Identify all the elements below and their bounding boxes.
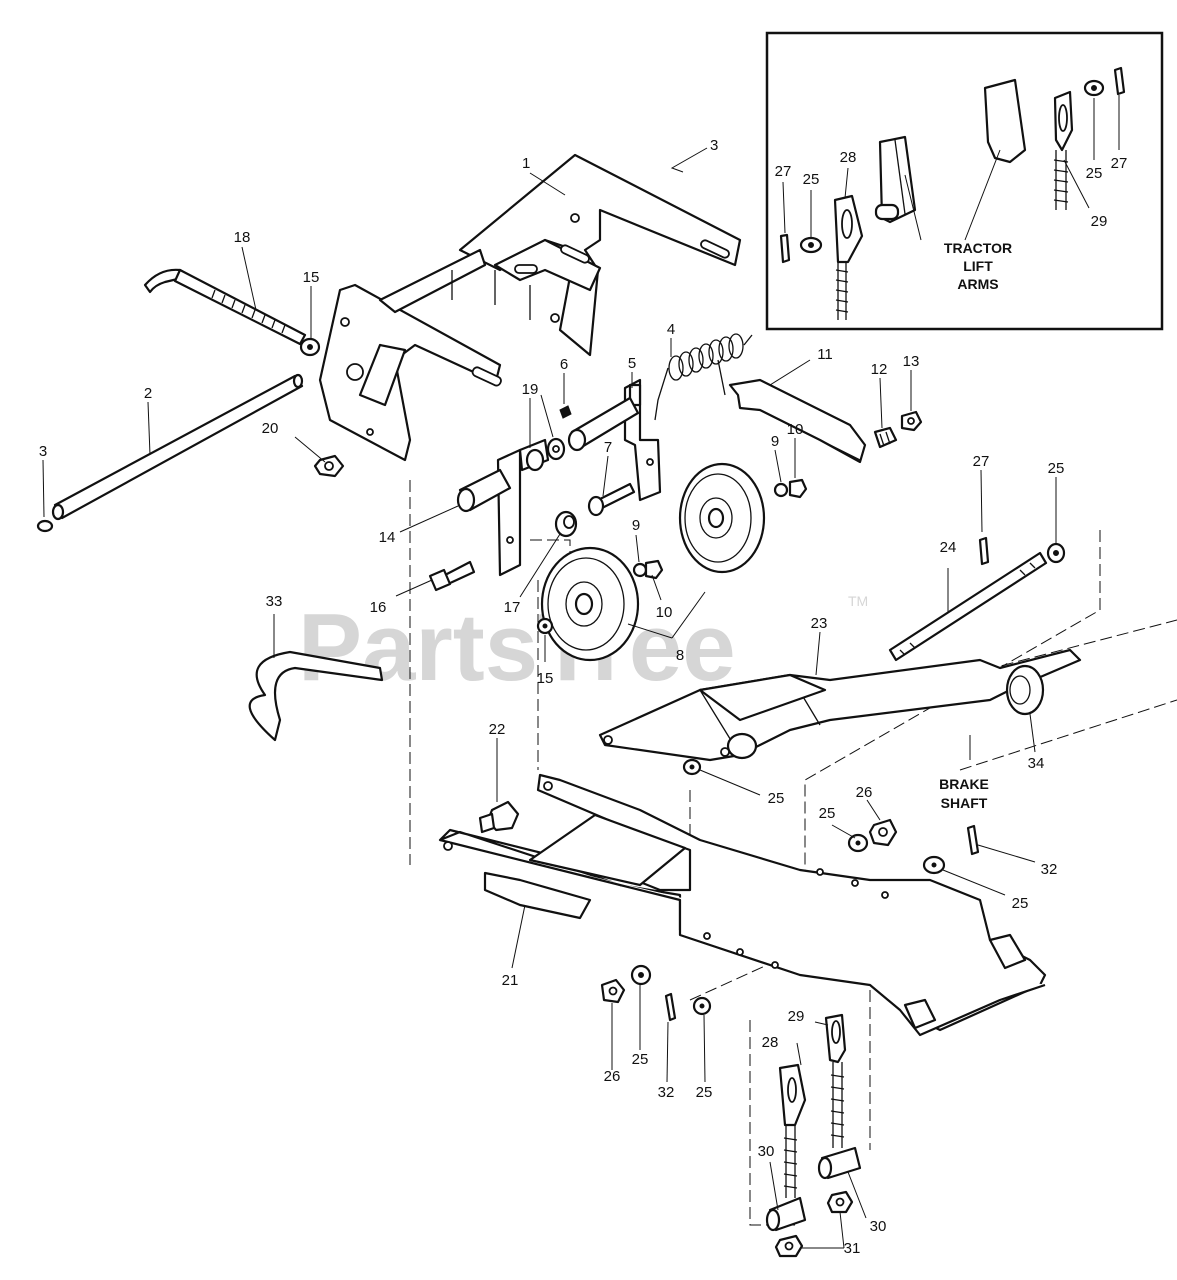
callout-19: 19: [522, 381, 539, 398]
callout-26-frame: 26: [856, 784, 873, 801]
inset-callout-27-right: 27: [1111, 155, 1128, 172]
callout-10-upper: 10: [787, 421, 804, 438]
callout-9-lower: 9: [632, 517, 640, 534]
callout-13: 13: [903, 353, 920, 370]
callout-33: 33: [266, 593, 283, 610]
callout-26-lower: 26: [604, 1068, 621, 1085]
callout-20: 20: [262, 420, 279, 437]
inset-callout-29: 29: [1091, 213, 1108, 230]
callout-16: 16: [370, 599, 387, 616]
callout-27: 27: [973, 453, 990, 470]
callout-15-lower: 15: [537, 670, 554, 687]
callout-2: 2: [144, 385, 152, 402]
inset-callout-25-right: 25: [1086, 165, 1103, 182]
callout-10-lower: 10: [656, 604, 673, 621]
callout-24: 24: [940, 539, 957, 556]
callout-21: 21: [502, 972, 519, 989]
inset-callout-28: 28: [840, 149, 857, 166]
callout-11: 11: [817, 346, 833, 363]
callout-5: 5: [628, 355, 636, 372]
callout-18: 18: [234, 229, 251, 246]
callout-25-lower: 25: [696, 1084, 713, 1101]
callout-32-right: 32: [1041, 861, 1058, 878]
callout-1: 1: [522, 155, 530, 172]
callout-25-lever: 25: [768, 790, 785, 807]
main-assembly: BRAKE SHAFT: [36, 147, 1177, 1258]
callout-32-lower: 32: [658, 1084, 675, 1101]
brake-shaft-caption-line2: SHAFT: [941, 795, 988, 811]
callout-22: 22: [489, 721, 506, 738]
watermark-text: PartsTree: [298, 594, 736, 701]
watermark: PartsTree TM: [298, 593, 868, 701]
inset-callout-25: 25: [803, 171, 820, 188]
inset-caption-line2: LIFT: [963, 258, 993, 274]
callout-17: 17: [504, 599, 521, 616]
callout-8: 8: [676, 647, 684, 664]
callout-14: 14: [379, 529, 396, 546]
callout-25-rod: 25: [1048, 460, 1065, 477]
watermark-trademark: TM: [848, 593, 868, 609]
callout-34: 34: [1028, 755, 1045, 772]
callout-6: 6: [560, 356, 568, 373]
callout-3-top: 3: [710, 137, 718, 154]
callout-29: 29: [788, 1008, 805, 1025]
callout-3-left: 3: [39, 443, 47, 460]
callout-31: 31: [844, 1240, 861, 1257]
callout-25-frame: 25: [819, 805, 836, 822]
inset-callout-27: 27: [775, 163, 792, 180]
callout-12: 12: [871, 361, 888, 378]
callout-4: 4: [667, 321, 675, 338]
callout-labels: 1 2 3 3 4 5 6 7 8 9 9 10 10 11 12 13 14 …: [39, 137, 1065, 1257]
inset-caption-line1: TRACTOR: [944, 240, 1012, 256]
inset-caption-line3: ARMS: [957, 276, 998, 292]
callout-23: 23: [811, 615, 828, 632]
brake-shaft-caption-line1: BRAKE: [939, 776, 989, 792]
callout-15-upper: 15: [303, 269, 320, 286]
inset-lift-arms: TRACTOR LIFT ARMS 27 25 28 25 27 29: [765, 31, 1164, 331]
callout-25-lower-left: 25: [632, 1051, 649, 1068]
callout-28: 28: [762, 1034, 779, 1051]
callout-30-right: 30: [870, 1218, 887, 1235]
callout-7: 7: [604, 439, 612, 456]
callout-30-left: 30: [758, 1143, 775, 1160]
callout-25-right: 25: [1012, 895, 1029, 912]
callout-9-upper: 9: [771, 433, 779, 450]
